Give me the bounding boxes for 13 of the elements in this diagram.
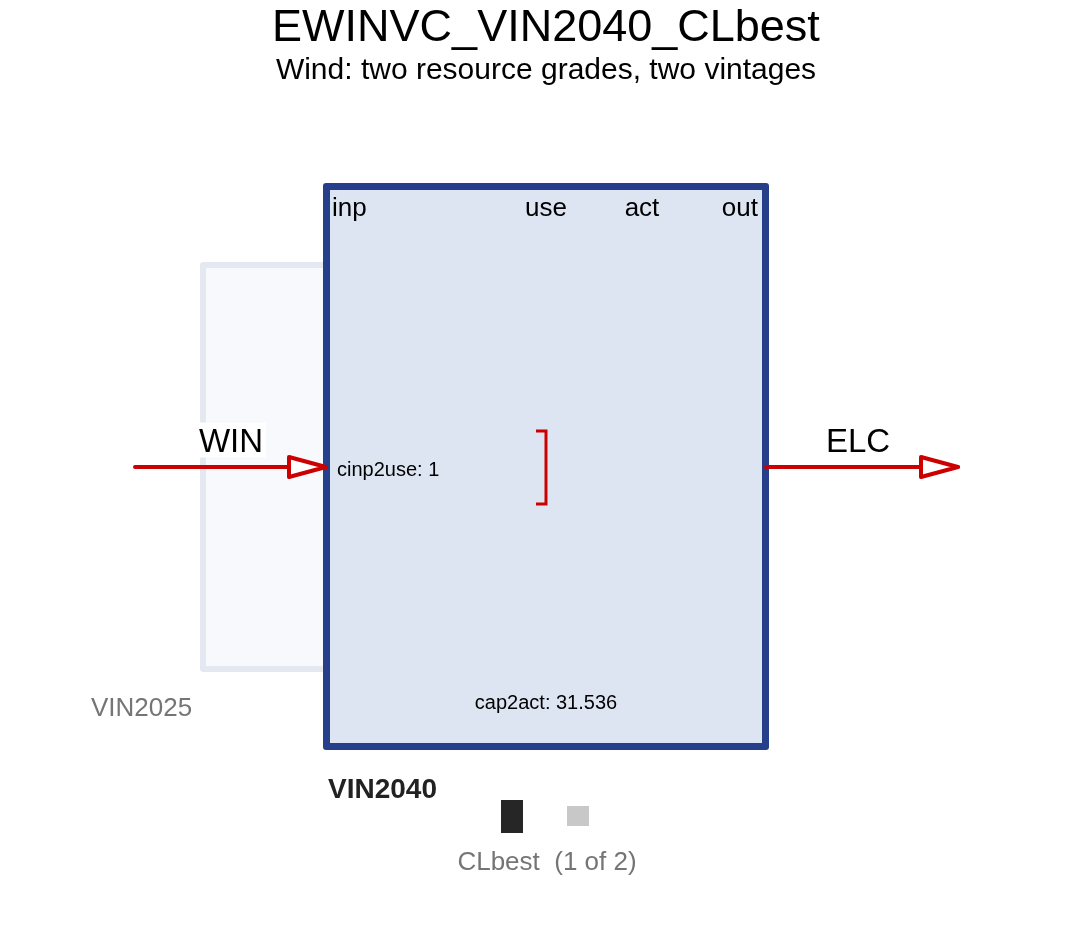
vintage-label: VIN2025 [91, 693, 193, 723]
port-label: act [624, 193, 660, 223]
port-label: use [525, 193, 567, 223]
flow-arrow [764, 455, 960, 479]
parameter-label: cap2act: 31.536 [474, 691, 618, 714]
diagram-subtitle: Wind: two resource grades, two vintages [274, 52, 818, 86]
diagram-title: EWINVC_VIN2040_CLbest [271, 0, 821, 52]
page-label: CLbest (1 of 2) [457, 847, 637, 877]
port-label: inp [332, 193, 367, 223]
parameter-label: cinp2use: 1 [337, 458, 440, 481]
vintage-label: VIN2040 [328, 773, 437, 806]
port-label: out [721, 193, 758, 223]
flow-arrow [133, 455, 328, 479]
